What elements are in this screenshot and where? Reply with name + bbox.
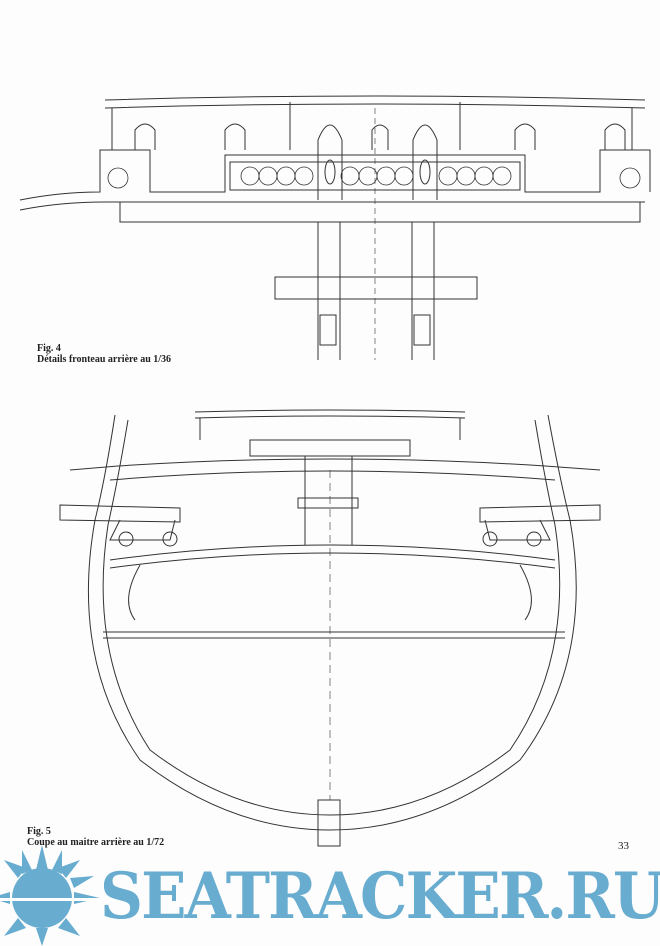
figure-5-number: Fig. 5	[27, 826, 51, 837]
figure-5-caption: Fig. 5 Coupe au maitre arrière au 1/72	[27, 826, 164, 848]
sun-icon	[0, 845, 120, 946]
fig4-drawing	[19, 95, 651, 360]
figure-4-title: Détails fronteau arrière au 1/36	[37, 354, 172, 365]
figure-5-title: Coupe au maitre arrière au 1/72	[27, 837, 165, 848]
fig5-drawing	[59, 409, 601, 847]
figure-4-number: Fig. 4	[37, 343, 61, 354]
watermark-text: SEATRACKER.RU	[100, 859, 660, 934]
figure-4-caption: Fig. 4 Détails fronteau arrière au 1/36	[37, 343, 171, 365]
page-number: 33	[618, 840, 629, 852]
